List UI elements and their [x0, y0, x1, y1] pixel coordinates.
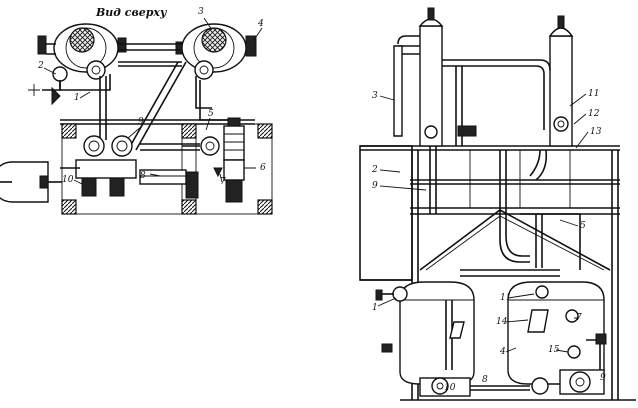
top-label-6: 6 — [260, 163, 266, 173]
top-vessel-left — [37, 23, 127, 80]
side-label-12: 12 — [588, 109, 600, 119]
top-valve-left — [42, 66, 68, 106]
side-label-15: 15 — [548, 345, 560, 355]
side-label-1: 1 — [372, 303, 378, 313]
side-label-7: 7 — [576, 313, 582, 323]
top-label-4: 4 — [257, 19, 264, 29]
top-label-5: 5 — [208, 109, 214, 119]
top-label-8: 8 — [140, 171, 146, 181]
top-vessel-right — [175, 23, 257, 80]
side-label-9: 9 — [372, 181, 378, 191]
side-label-11: 11 — [588, 89, 599, 99]
side-label-2: 2 — [371, 165, 378, 175]
side-label-8: 8 — [482, 375, 488, 385]
side-bottom-pumps — [400, 369, 636, 401]
top-base-plates — [61, 123, 273, 215]
side-label-3: 3 — [372, 91, 378, 101]
top-label-3: 3 — [198, 7, 204, 17]
side-label-14: 14 — [496, 317, 508, 327]
side-label-9b: 9 — [600, 373, 606, 383]
side-label-10: 10 — [444, 383, 456, 393]
top-pumps — [60, 135, 137, 197]
side-vessel-right — [507, 281, 607, 385]
top-view-title: Вид сверху — [95, 6, 168, 19]
side-column-left — [393, 7, 444, 147]
top-label-2: 2 — [37, 61, 44, 71]
top-label-9: 9 — [138, 117, 144, 127]
side-column-right — [548, 15, 574, 147]
top-filter — [182, 117, 245, 203]
side-view: 3 2 9 1 11 12 13 5 11 7 14 4 15 9 8 10 — [359, 7, 636, 401]
side-inner-pipes — [429, 146, 581, 277]
top-pipes — [28, 43, 255, 151]
top-dome — [0, 161, 62, 203]
top-motor — [139, 169, 199, 199]
side-label-5: 5 — [580, 221, 586, 231]
side-label-11b: 11 — [500, 293, 511, 303]
top-label-7: 7 — [220, 177, 226, 187]
side-label-13: 13 — [590, 127, 602, 137]
top-label-1: 1 — [74, 93, 80, 103]
top-label-10: 10 — [62, 175, 74, 185]
side-label-4: 4 — [499, 347, 506, 357]
side-top-pipe — [442, 59, 551, 146]
side-vessel-left — [375, 281, 475, 385]
top-view: Вид сверху — [0, 6, 273, 215]
